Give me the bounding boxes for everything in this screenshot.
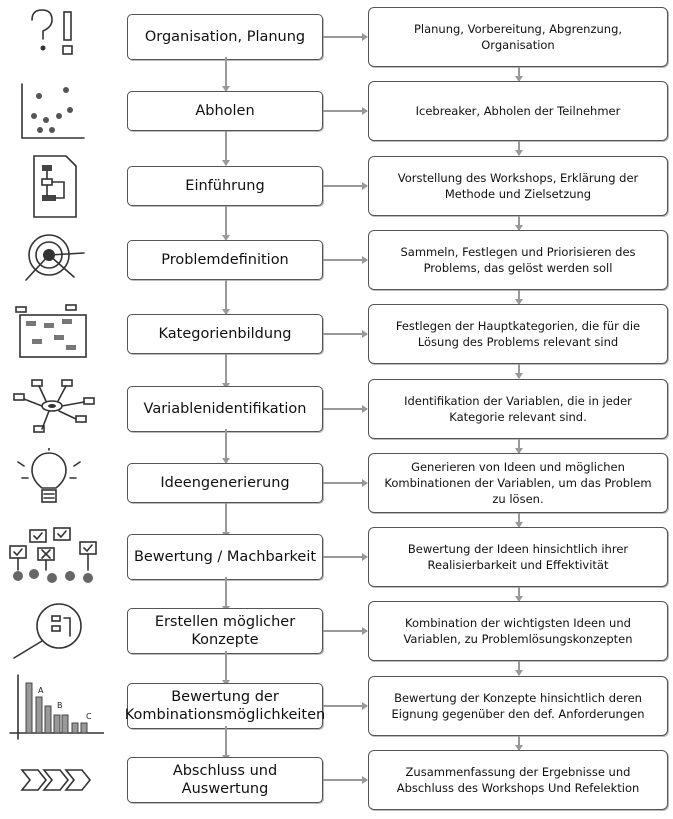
arrow-down (515, 735, 522, 751)
process-step-row: Kategorienbildung Festlegen der Hauptkat… (0, 297, 673, 371)
bar-label: B (57, 701, 63, 710)
process-step-row: Bewertung / Machbarkeit Bewertung der Id… (0, 520, 673, 594)
step-title: Bewertung der Kombinationsmöglichkeiten (124, 688, 326, 723)
process-step-row: A B C Bewertung der Kombinationsmöglichkei… (0, 669, 673, 743)
magnifier-icon (4, 596, 104, 666)
step-title: Abholen (195, 103, 255, 120)
step-title: Einführung (185, 177, 265, 194)
arrow-down (222, 279, 229, 315)
step-title-box: Abschluss und Auswertung (127, 757, 323, 803)
step-description-box: Vorstellung des Workshops, Erklärung der… (368, 155, 668, 216)
step-description-box: Bewertung der Ideen hinsichtlich ihrer R… (368, 527, 668, 588)
arrow-right (323, 553, 368, 562)
arrow-down (515, 289, 522, 305)
process-step-row: Abholen Icebreaker, Abholen der Teilnehm… (0, 74, 673, 148)
step-title: Organisation, Planung (144, 29, 306, 45)
step-title: Problemdefinition (161, 251, 289, 268)
step-description-box: Kombination der wichtigsten Ideen und Va… (368, 601, 668, 662)
lightbulb-icon (4, 444, 104, 518)
arrow-down (222, 428, 229, 464)
arrow-right (323, 404, 368, 413)
step-title-box: Kategorienbildung (127, 314, 323, 355)
step-description: Kombination der wichtigsten Ideen und Va… (403, 616, 633, 647)
step-description: Bewertung der Ideen hinsichtlich ihrer R… (407, 542, 629, 573)
question-exclamation-icon (4, 2, 104, 72)
step-title: Ideengenerierung (160, 474, 290, 491)
step-title: Bewertung / Machbarkeit (133, 549, 317, 566)
process-step-row: Abschluss und Auswertung Zusammenfassung… (0, 743, 673, 817)
step-title: Kategorienbildung (158, 326, 292, 343)
people-chart-icon (4, 76, 104, 146)
target-icon (4, 225, 104, 295)
arrow-right (323, 255, 368, 264)
arrow-down (515, 364, 522, 380)
process-step-row: Problemdefinition Sammeln, Festlegen und… (0, 223, 673, 297)
step-description: Identifikation der Variablen, die in jed… (404, 393, 632, 424)
step-description: Planung, Vorbereitung, Abgrenzung, Organ… (413, 22, 623, 52)
arrow-down (515, 438, 522, 454)
arrow-down (222, 57, 229, 92)
step-description-box: Planung, Vorbereitung, Abgrenzung, Organ… (368, 7, 668, 67)
arrow-down (515, 661, 522, 677)
step-description-box: Icebreaker, Abholen der Teilnehmer (368, 81, 668, 142)
arrow-right (323, 181, 368, 190)
board-icon (4, 299, 104, 369)
arrow-right (323, 478, 368, 487)
arrow-down (515, 587, 522, 603)
process-step-row: Erstellen möglicher Konzepte Kombination… (0, 594, 673, 668)
arrow-down (515, 141, 522, 157)
arrow-right (323, 701, 368, 710)
step-description: Generieren von Ideen und möglichen Kombi… (384, 459, 652, 506)
chevrons-icon (4, 745, 104, 815)
arrow-down (515, 512, 522, 528)
step-title-box: Abholen (127, 91, 323, 132)
voting-signs-icon (4, 522, 104, 592)
mindmap-icon (4, 374, 104, 444)
process-step-row: Organisation, Planung Planung, Vorbereit… (0, 0, 673, 74)
step-title-box: Organisation, Planung (127, 14, 323, 60)
arrow-right (323, 776, 368, 784)
step-title-box: Einführung (127, 165, 323, 206)
process-step-row: Einführung Vorstellung des Workshops, Er… (0, 149, 673, 223)
step-description: Vorstellung des Workshops, Erklärung der… (397, 170, 639, 201)
step-description: Bewertung der Konzepte hinsichtlich dere… (391, 690, 645, 721)
arrow-down (515, 215, 522, 231)
step-description-box: Bewertung der Konzepte hinsichtlich dere… (368, 675, 668, 736)
flowchart-document-icon (4, 151, 104, 221)
step-title-box: Variablenidentifikation (127, 385, 323, 432)
step-description-box: Festlegen der Hauptkategorien, die für d… (368, 304, 668, 365)
step-title-box: Bewertung / Machbarkeit (127, 534, 323, 581)
step-title-box: Problemdefinition (127, 239, 323, 280)
step-description-box: Generieren von Ideen und möglichen Kombi… (368, 452, 668, 513)
step-title: Erstellen möglicher Konzepte (154, 614, 296, 649)
step-title: Variablenidentifikation (143, 400, 307, 417)
process-step-row: Variablenidentifikation Identifikation d… (0, 372, 673, 446)
arrow-right (323, 33, 368, 41)
step-description: Icebreaker, Abholen der Teilnehmer (415, 104, 621, 119)
bar-label: A (38, 686, 44, 695)
arrow-down (222, 131, 229, 167)
step-description: Festlegen der Hauptkategorien, die für d… (395, 319, 641, 350)
step-title-box: Ideengenerierung (127, 462, 323, 503)
step-title-box: Bewertung der Kombinationsmöglichkeiten (124, 682, 326, 729)
bar-label: C (86, 712, 92, 721)
bar-chart-icon: A B C (4, 671, 123, 741)
step-title-box: Erstellen möglicher Konzepte (127, 608, 323, 655)
step-description: Sammeln, Festlegen und Priorisieren des … (400, 244, 636, 275)
step-description-box: Zusammenfassung der Ergebnisse und Absch… (368, 750, 668, 810)
arrow-right (323, 107, 368, 116)
arrow-down (222, 205, 229, 241)
step-description-box: Identifikation der Variablen, die in jed… (368, 378, 668, 439)
step-description-box: Sammeln, Festlegen und Priorisieren des … (368, 229, 668, 290)
step-title: Abschluss und Auswertung (172, 763, 278, 797)
arrow-down (515, 67, 522, 82)
step-description: Zusammenfassung der Ergebnisse und Absch… (396, 765, 640, 795)
arrow-right (323, 627, 368, 636)
arrow-right (323, 330, 368, 339)
process-step-row: Ideengenerierung Generieren von Ideen un… (0, 444, 673, 520)
